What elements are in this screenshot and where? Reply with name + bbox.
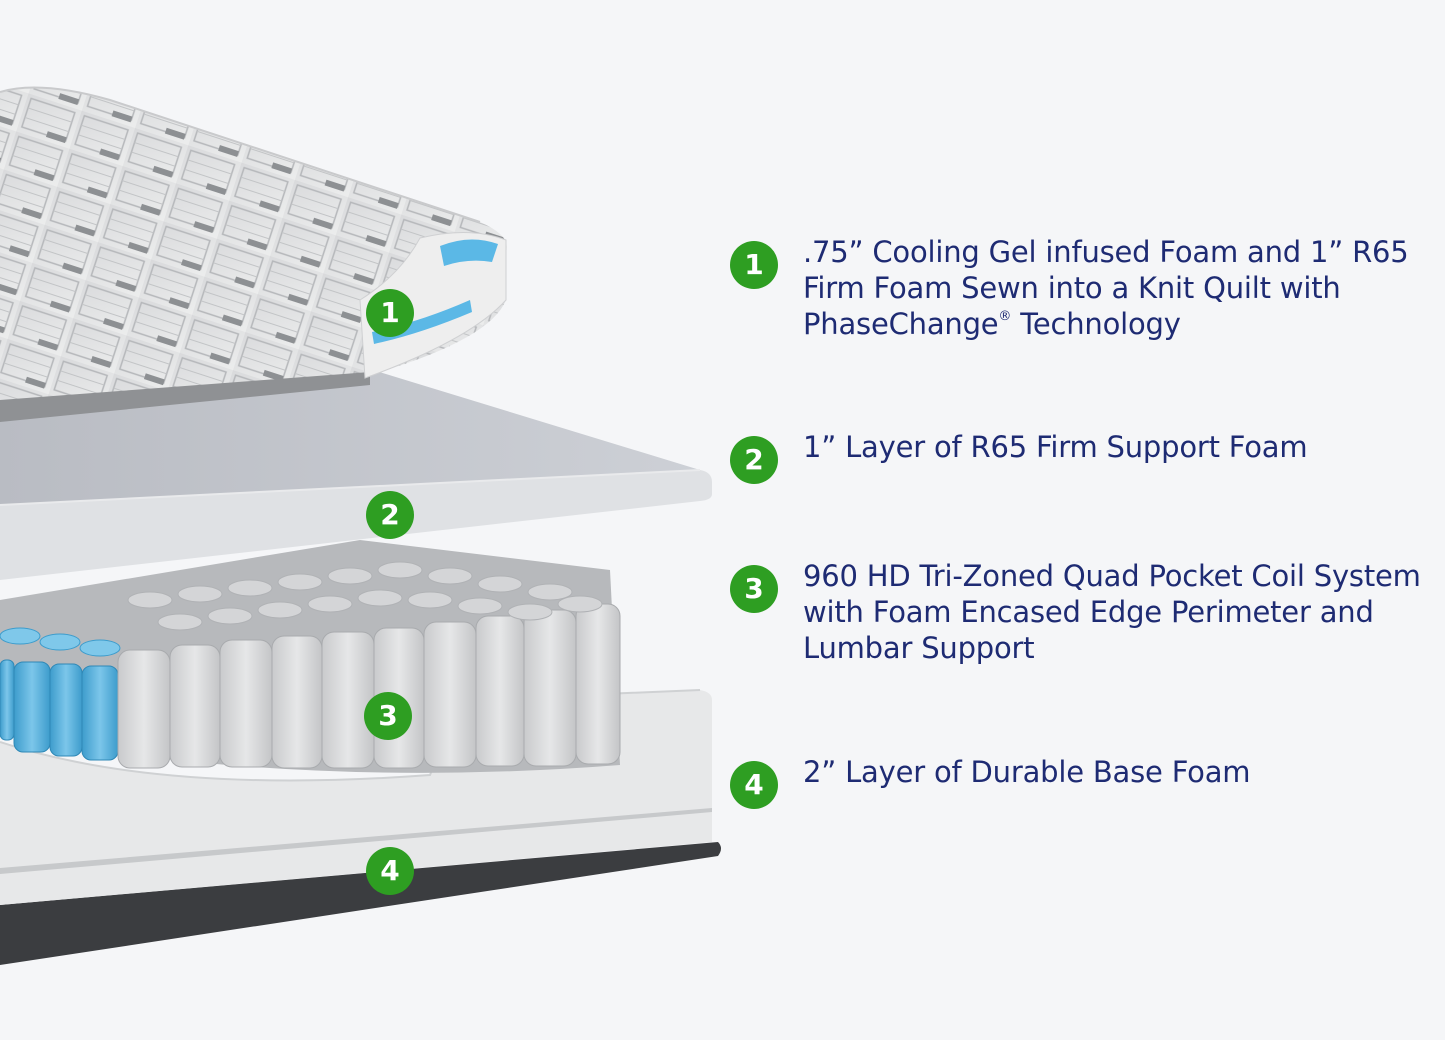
layer-3-marker: 3 bbox=[364, 692, 412, 740]
legend-description: 2” Layer of Durable Base Foam bbox=[803, 755, 1251, 789]
mattress-layers-illustration bbox=[0, 86, 721, 965]
pocket-coil-layer bbox=[0, 540, 621, 773]
legend-number-badge: 3 bbox=[730, 565, 778, 613]
legend-description-part: .75” Cooling Gel infused Foam and 1” R65… bbox=[803, 235, 1409, 341]
layer-2-marker: 2 bbox=[366, 491, 414, 539]
legend-number-badge: 1 bbox=[730, 241, 778, 289]
legend-number-badge: 4 bbox=[730, 761, 778, 809]
layer-4-marker: 4 bbox=[366, 847, 414, 895]
legend-number-badge: 2 bbox=[730, 436, 778, 484]
legend-description: .75” Cooling Gel infused Foam and 1” R65… bbox=[803, 234, 1423, 342]
layer-1-marker: 1 bbox=[366, 289, 414, 337]
legend-description-part: Technology bbox=[1011, 307, 1181, 341]
registered-trademark-mark: ® bbox=[998, 309, 1012, 324]
legend-description: 1” Layer of R65 Firm Support Foam bbox=[803, 430, 1308, 464]
knit-quilt-layer bbox=[0, 86, 507, 422]
legend-description: 960 HD Tri-Zoned Quad Pocket Coil System… bbox=[803, 559, 1421, 665]
